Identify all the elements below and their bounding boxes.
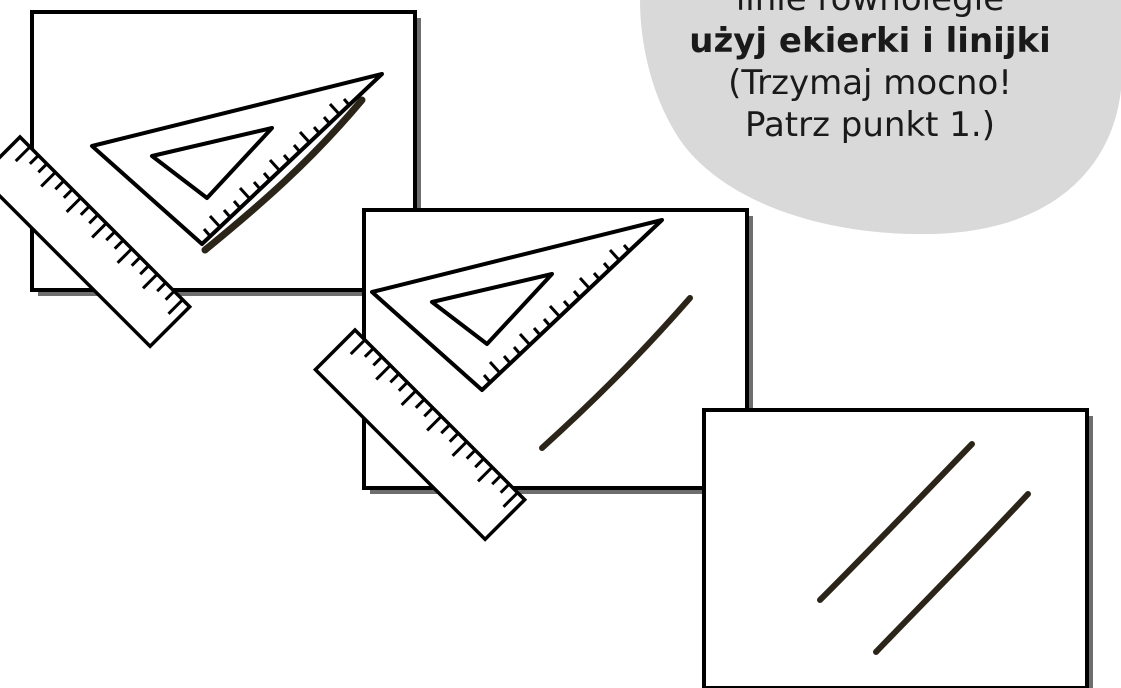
caption-bubble xyxy=(640,0,1121,235)
drawn-line xyxy=(201,96,366,254)
caption-line-2: użyj ekierki i linijki xyxy=(689,21,1051,61)
step-2-panel xyxy=(313,208,753,542)
drawn-line xyxy=(539,295,693,451)
parallel-line-2 xyxy=(873,491,1031,655)
caption-line-1: linie równoległe xyxy=(650,0,1090,20)
step-1-panel xyxy=(0,10,421,349)
caption: linie równoległe użyj ekierki i linijki … xyxy=(650,0,1090,146)
step-3-panel xyxy=(702,408,1093,688)
caption-line-3: (Trzymaj mocno! xyxy=(728,63,1012,103)
parallel-line-1 xyxy=(817,441,975,603)
caption-line-4: Patrz punkt 1.) xyxy=(745,105,995,145)
